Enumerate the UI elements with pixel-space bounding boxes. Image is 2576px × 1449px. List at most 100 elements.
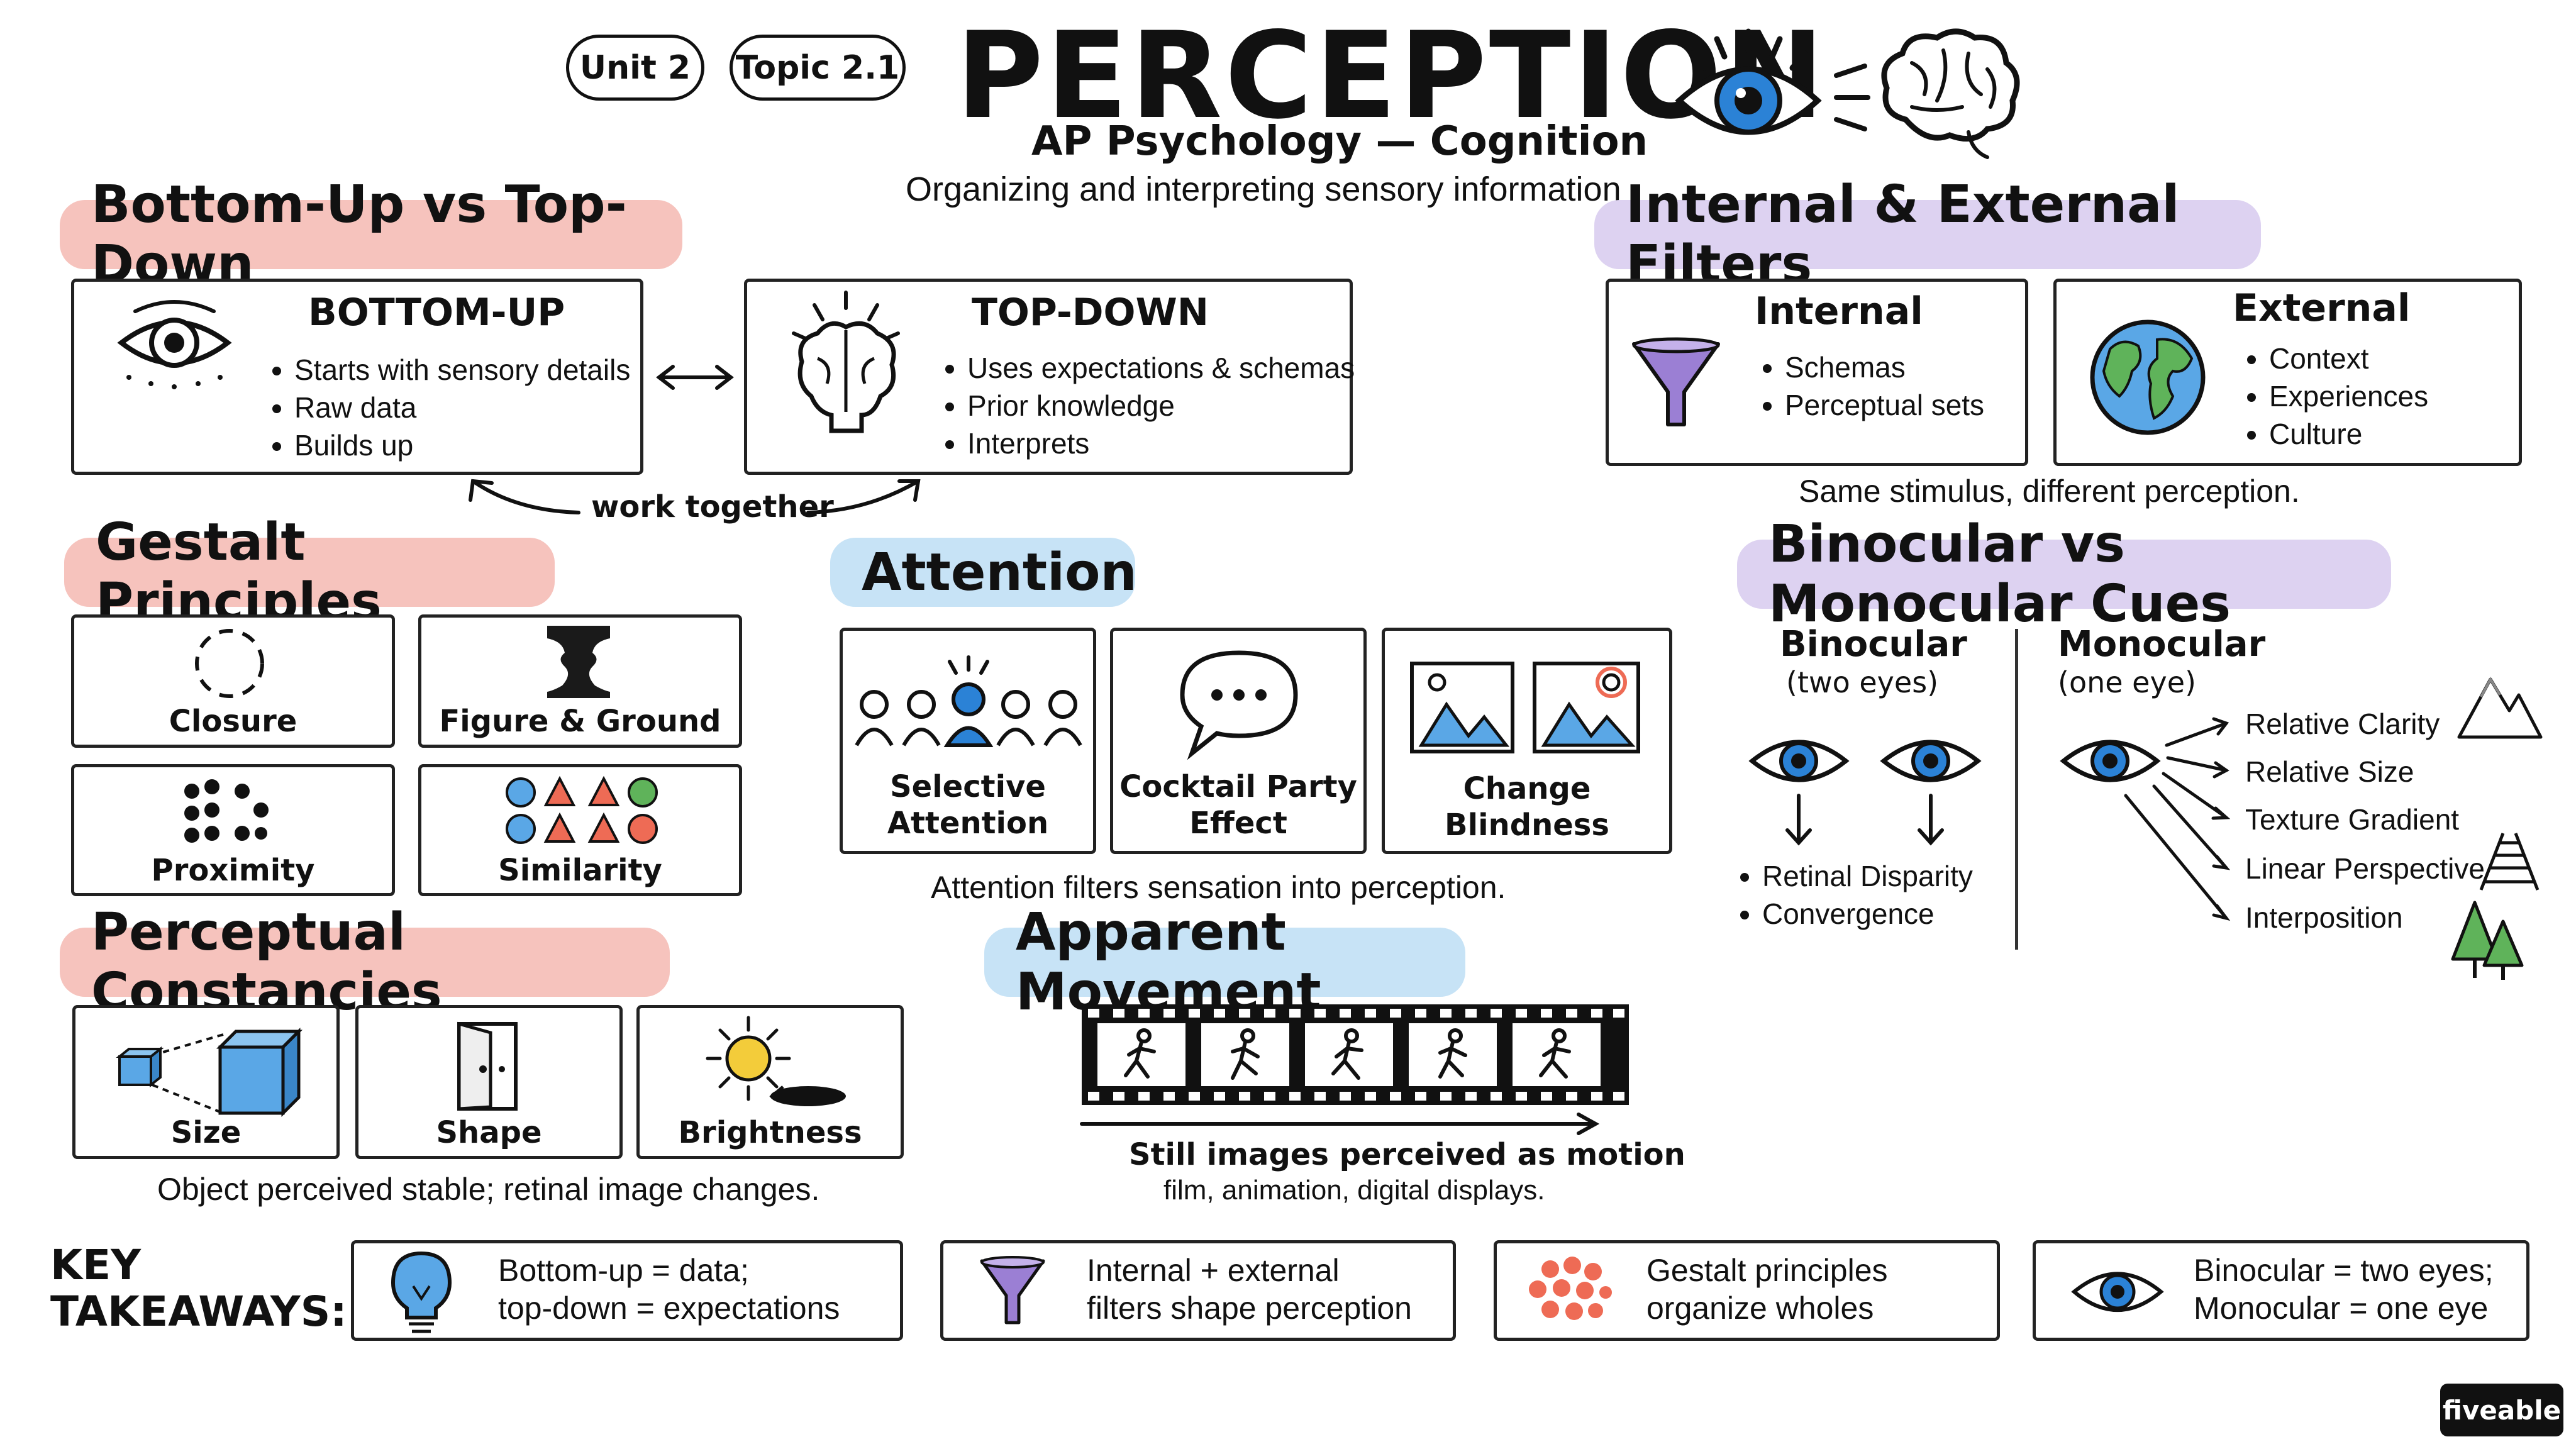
constancies-note: Object perceived stable; retinal image c… [157,1172,820,1207]
label-line: Selective [890,769,1046,804]
bullet: Schemas [1785,348,1984,386]
eye-icon [1675,28,1822,135]
binocular-subtitle: (two eyes) [1786,665,1939,699]
gestalt-proximity-label: Proximity [151,853,315,888]
bullet: Prior knowledge [967,387,1355,425]
page-title: PERCEPTION [956,6,1827,145]
cue-label: Linear Perspective [2245,852,2485,885]
monocular-subtitle: (one eye) [2058,665,2196,699]
takeaway-line: Binocular = two eyes; [2194,1253,2494,1288]
people-group-icon [855,655,1082,747]
bottom-up-bullets: Starts with sensory details Raw data Bui… [264,351,630,464]
filters-note: Same stimulus, different perception. [1799,474,2300,509]
label-line: Attention [887,806,1049,841]
gestalt-closure-card [71,614,395,748]
dots-cluster-icon [1529,1257,1612,1320]
trees-icon [2451,901,2524,980]
cue-label: Texture Gradient [2245,803,2460,836]
label-line: Effect [1189,806,1287,841]
eye-with-arrows-icon [2060,717,2231,921]
two-pictures-icon [1410,662,1640,753]
depth-divider [2015,629,2018,950]
top-down-bullets: Uses expectations & schemas Prior knowle… [937,349,1355,462]
takeaway-text-2: Internal + external filters shape percep… [1087,1252,1412,1327]
attention-note: Attention filters sensation into percept… [931,870,1506,905]
cue-label: Relative Clarity [2245,708,2440,740]
vase-faces-icon [547,626,610,698]
shape-constancy-label: Shape [436,1115,542,1150]
cue-label: Relative Size [2245,755,2414,788]
motion-lines-icon [1834,64,1870,131]
takeaway-line: Gestalt principles [1646,1253,1888,1288]
eye-icon [117,300,232,389]
lightbulb-icon [391,1251,452,1333]
takeaway-card-1 [351,1240,903,1341]
door-icon [457,1021,518,1111]
top-down-title: TOP-DOWN [972,291,1209,335]
railroad-tracks-icon [2479,833,2540,891]
external-filter-card [2053,279,2522,466]
globe-icon [2090,319,2206,435]
gestalt-figure-ground-label: Figure & Ground [439,704,721,739]
eye-icon [2071,1272,2164,1312]
takeaway-text-4: Binocular = two eyes; Monocular = one ey… [2194,1252,2494,1327]
two-eyes-icon [1748,740,1982,846]
apparent-movement-note: film, animation, digital displays. [1163,1175,1545,1206]
section-heading-filters: Internal & External Filters [1594,175,2261,294]
fiveable-logo[interactable]: fiveable [2440,1384,2563,1436]
funnel-icon [1632,337,1720,426]
dots-cluster-icon [184,779,269,843]
key-takeaways-label: KEY TAKEAWAYS: [50,1242,347,1335]
selective-attention-label: Selective Attention [840,769,1096,841]
mountains-icon [2457,676,2543,739]
gestalt-similarity-card [418,764,742,896]
bullet: Starts with sensory details [294,351,630,389]
cubes-icon [116,1027,303,1118]
takeaway-line: filters shape perception [1087,1291,1412,1326]
section-heading-attention: Attention [830,538,1137,607]
speech-bubble-icon [1180,650,1298,760]
label-line: Blindness [1445,808,1609,843]
unit-pill: Unit 2 [566,35,704,101]
bullet: Uses expectations & schemas [967,349,1355,387]
gestalt-proximity-card [71,764,395,896]
work-together-label: work together [591,489,834,525]
bullet: Culture [2269,415,2428,453]
label-line: Cocktail Party [1119,769,1357,804]
internal-bullets: Schemas Perceptual sets [1755,348,1984,424]
bullet: Retinal Disparity [1762,857,1973,895]
external-bullets: Context Experiences Culture [2239,340,2428,453]
label-line: TAKEAWAYS: [50,1287,347,1336]
section-heading-bottom-up-top-down: Bottom-Up vs Top-Down [60,175,682,294]
takeaway-line: organize wholes [1646,1291,1874,1326]
external-title: External [2233,286,2411,330]
takeaway-text-3: Gestalt principles organize wholes [1646,1252,1888,1327]
curved-arrows-connector [469,479,921,514]
section-heading-depth-cues: Binocular vs Monocular Cues [1737,514,2391,634]
bottom-up-card [71,279,643,475]
takeaway-text-1: Bottom-up = data; top-down = expectation… [498,1252,840,1327]
apparent-movement-note-bold: Still images perceived as motion [1129,1137,1685,1172]
takeaway-card-2 [940,1240,1456,1341]
cue-label: Interposition [2245,901,2403,934]
label-line: Change [1463,771,1591,806]
cocktail-party-label: Cocktail Party Effect [1110,769,1367,841]
takeaway-line: Bottom-up = data; [498,1253,749,1288]
topic-pill: Topic 2.1 [730,35,906,101]
double-arrow-icon [656,365,734,390]
takeaway-line: Internal + external [1087,1253,1340,1288]
page-subtitle: AP Psychology — Cognition [1031,118,1648,165]
bullet: Raw data [294,389,630,426]
bullet: Convergence [1762,895,1973,933]
takeaway-line: Monocular = one eye [2194,1291,2489,1326]
bullet: Perceptual sets [1785,386,1984,424]
film-strip-icon [1080,1004,1629,1135]
internal-title: Internal [1755,289,1923,333]
takeaway-line: top-down = expectations [498,1291,840,1326]
bottom-up-title: BOTTOM-UP [308,291,565,335]
bullet: Builds up [294,426,630,464]
brain-icon [1881,28,2020,159]
shapes-grid-icon [506,775,658,844]
size-constancy-label: Size [170,1115,242,1150]
binocular-bullets: Retinal Disparity Convergence [1736,857,1973,933]
